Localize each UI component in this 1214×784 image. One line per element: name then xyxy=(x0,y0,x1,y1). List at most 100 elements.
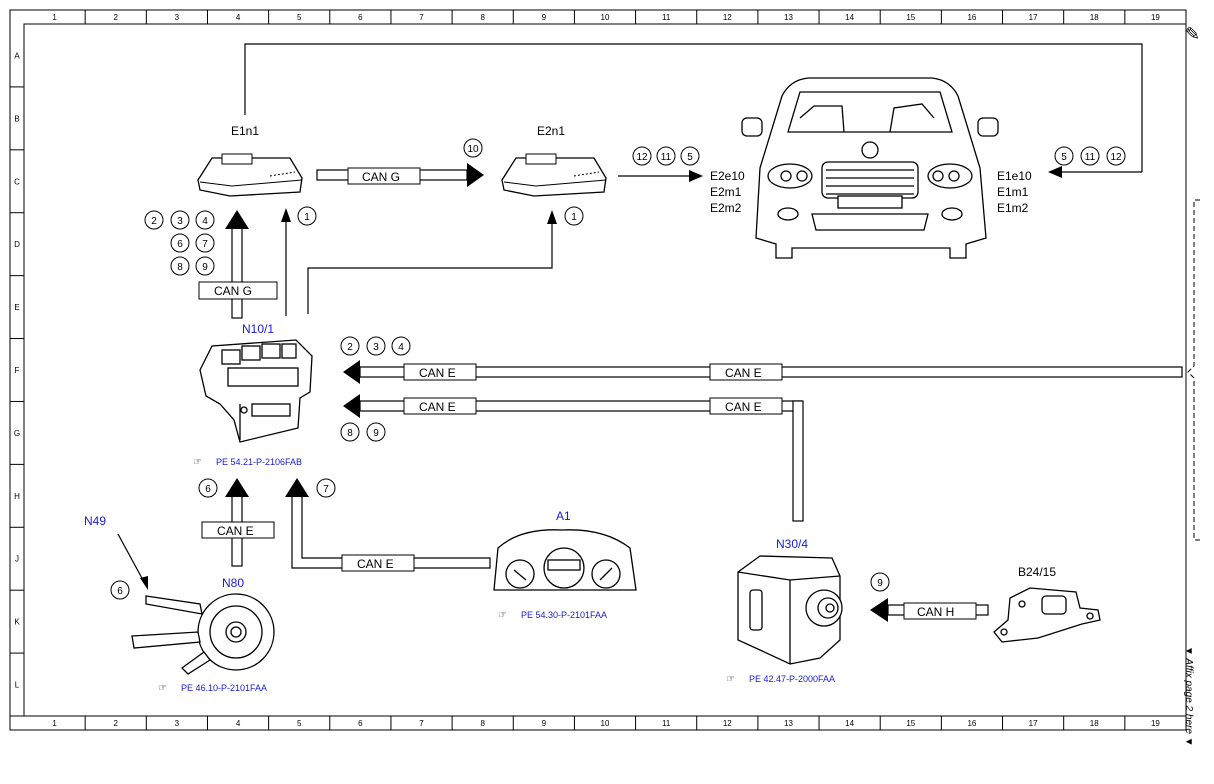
n10-1-reference[interactable]: ☞ PE 54.21-P-2106FAB xyxy=(193,457,302,468)
can-e-upper-label-2: CAN E xyxy=(725,366,762,380)
wire-n10-e2n1-arrowhead xyxy=(547,210,557,224)
svg-text:7: 7 xyxy=(202,239,208,250)
svg-text:11: 11 xyxy=(1085,152,1096,163)
e2n1-module[interactable] xyxy=(501,153,607,197)
grid-column-label: 17 xyxy=(1029,719,1038,728)
can-e-n80-arrowhead xyxy=(225,478,249,497)
grid-column-label: 13 xyxy=(784,13,793,22)
circle-e2n1-top: 10 xyxy=(463,138,483,158)
grid-column-label: 14 xyxy=(845,13,854,22)
pencil-icon: ✎ xyxy=(1185,24,1200,44)
svg-text:9: 9 xyxy=(202,262,208,273)
inner-frame xyxy=(23,23,1187,717)
grid-column-label: 6 xyxy=(358,13,363,22)
a1-ref-text: PE 54.30-P-2101FAA xyxy=(521,610,607,620)
n80-steering-column-module[interactable] xyxy=(131,593,275,675)
grid-column-label: 3 xyxy=(175,719,180,728)
grid-column-label: 11 xyxy=(662,13,671,22)
svg-text:4: 4 xyxy=(398,342,404,353)
circle-e1n1-6: 6 xyxy=(170,233,190,253)
can-e-a1-arrowhead xyxy=(285,478,309,497)
grid-column-label: 9 xyxy=(542,719,547,728)
n80-ref-icon: ☞ xyxy=(158,683,167,694)
e2n1-vehicle-arrowhead xyxy=(689,170,703,182)
can-e-a1-label-box xyxy=(341,554,415,572)
grid-column-label: 4 xyxy=(236,13,241,22)
e1n1-module[interactable] xyxy=(197,153,303,197)
svg-text:10: 10 xyxy=(467,144,479,155)
a1-reference[interactable]: ☞ PE 54.30-P-2101FAA xyxy=(498,610,607,621)
grid-column-label: 16 xyxy=(967,719,976,728)
svg-text:1: 1 xyxy=(571,212,577,223)
can-e-lower-label-2: CAN E xyxy=(725,400,762,414)
n49-pointer xyxy=(117,533,145,583)
svg-text:7: 7 xyxy=(323,484,329,495)
a1-ref-icon: ☞ xyxy=(498,610,507,621)
svg-text:6: 6 xyxy=(117,586,123,597)
n10-1-label: N10/1 xyxy=(242,322,274,336)
grid-column-label: 8 xyxy=(480,13,485,22)
grid-column-label: 13 xyxy=(784,719,793,728)
svg-text:12: 12 xyxy=(1110,152,1122,163)
grid-row-label: F xyxy=(15,366,20,375)
a1-instrument-cluster[interactable] xyxy=(493,529,637,591)
circle-e1n1-3: 3 xyxy=(170,210,190,230)
grid-column-label: 8 xyxy=(480,719,485,728)
svg-text:3: 3 xyxy=(373,342,379,353)
svg-text:3: 3 xyxy=(177,216,183,227)
circle-right-vehicle-1: 5 xyxy=(1054,146,1074,166)
circle-n10-top-4: 4 xyxy=(391,336,411,356)
n30-4-ref-text: PE 42.47-P-2000FAA xyxy=(749,674,835,684)
grid-column-label: 2 xyxy=(114,13,119,22)
circle-n10-left-6: 6 xyxy=(198,478,218,498)
svg-text:2: 2 xyxy=(151,216,157,227)
can-g-label-box xyxy=(347,167,421,185)
a1-label: A1 xyxy=(556,509,571,523)
n49-label: N49 xyxy=(84,514,106,528)
circle-left-vehicle-3: 5 xyxy=(680,146,700,166)
grid-column-label: 17 xyxy=(1029,13,1038,22)
can-g-arrowhead xyxy=(467,163,484,187)
can-e-a1-label: CAN E xyxy=(357,557,394,571)
e2n1-label: E2n1 xyxy=(537,124,565,138)
svg-text:8: 8 xyxy=(347,428,353,439)
circle-e1n1-9: 9 xyxy=(195,256,215,276)
circle-n49-6: 6 xyxy=(110,580,130,600)
n80-label: N80 xyxy=(222,576,244,590)
grid-column-label: 7 xyxy=(419,13,424,22)
n80-reference[interactable]: ☞ PE 46.10-P-2101FAA xyxy=(158,683,267,694)
svg-text:5: 5 xyxy=(1061,152,1067,163)
svg-text:9: 9 xyxy=(373,428,379,439)
grid-column-label: 5 xyxy=(297,719,302,728)
grid-row-label: L xyxy=(15,681,20,690)
svg-text:9: 9 xyxy=(877,578,883,589)
grid-column-label: 10 xyxy=(601,13,610,22)
grid-column-label: 7 xyxy=(419,719,424,728)
can-e-bus-lower-down xyxy=(792,400,804,522)
grid-row-label: J xyxy=(15,555,19,564)
grid-row-label: A xyxy=(14,51,20,60)
grid-column-label: 11 xyxy=(662,719,671,728)
can-e-upper-label-1: CAN E xyxy=(419,366,456,380)
can-e-n80-label: CAN E xyxy=(217,524,254,538)
svg-text:1: 1 xyxy=(304,212,310,223)
n10-1-module[interactable] xyxy=(199,339,313,443)
vehicle-front-view xyxy=(741,77,999,259)
circle-e1n1-wire: 1 xyxy=(297,206,317,226)
n30-4-label: N30/4 xyxy=(776,537,808,551)
n10-1-ref-text: PE 54.21-P-2106FAB xyxy=(216,457,302,467)
n30-4-reference[interactable]: ☞ PE 42.47-P-2000FAA xyxy=(726,674,835,685)
b24-15-sensor[interactable] xyxy=(993,587,1101,643)
svg-text:6: 6 xyxy=(177,239,183,250)
e1n1-label: E1n1 xyxy=(231,124,259,138)
n10-1-ref-icon: ☞ xyxy=(193,457,202,468)
svg-text:8: 8 xyxy=(177,262,183,273)
circle-n10-right-7: 7 xyxy=(316,478,336,498)
grid-row-label: H xyxy=(14,492,20,501)
wire-n10-e1n1-arrowhead xyxy=(281,208,291,222)
n30-4-esp-unit[interactable] xyxy=(737,555,843,665)
circle-e1n1-8: 8 xyxy=(170,256,190,276)
b24-15-label: B24/15 xyxy=(1018,565,1056,579)
